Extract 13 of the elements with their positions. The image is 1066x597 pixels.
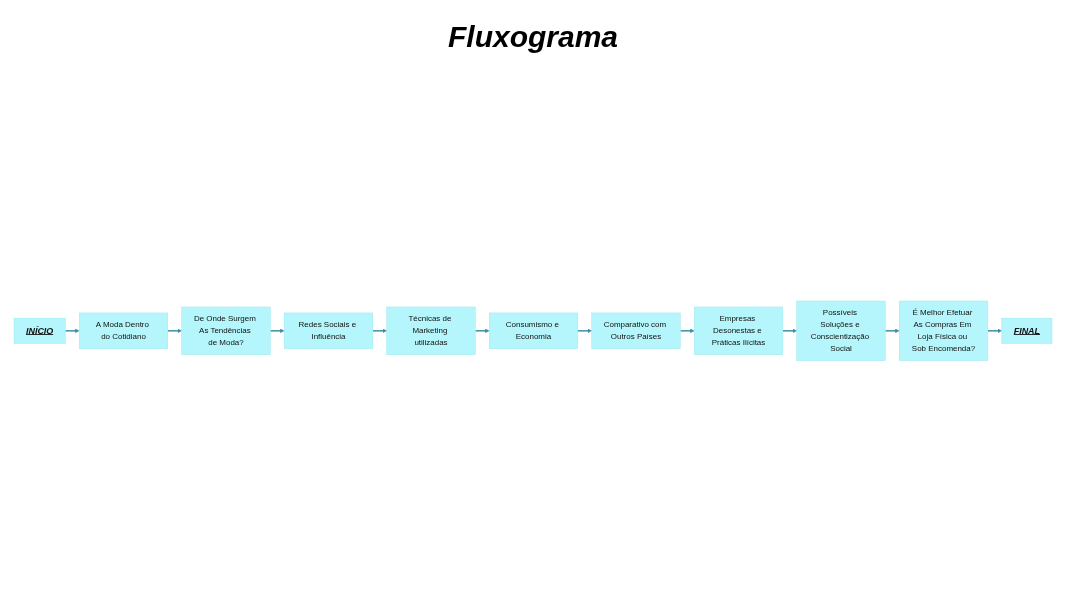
arrow (372, 328, 387, 333)
node-box: FINAL (1001, 317, 1053, 344)
arrow (167, 328, 182, 333)
arrow (884, 328, 900, 333)
arrow (64, 328, 80, 333)
arrow (577, 328, 592, 333)
arrow (782, 328, 797, 333)
arrow (987, 328, 1002, 333)
node-box: INÍCIO (13, 317, 66, 344)
arrow (269, 328, 285, 333)
arrow (679, 328, 695, 333)
diagram-title: Fluxograma (447, 20, 618, 54)
arrow (474, 328, 490, 333)
